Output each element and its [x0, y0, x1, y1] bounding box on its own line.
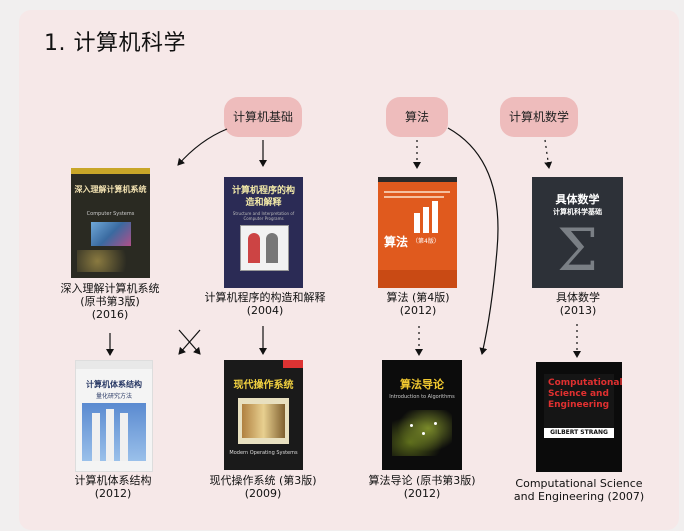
book-cover-modern-os[interactable]: 现代操作系统 Modern Operating Systems	[224, 360, 303, 470]
book-cover-strang[interactable]: Computational Science and Engineering GI…	[536, 362, 622, 472]
caption-clrs: 算法导论 (原书第3版)(2012)	[358, 474, 486, 500]
caption-algorithms: 算法 (第4版)(2012)	[368, 291, 468, 317]
book-cover-computer-architecture[interactable]: 计算机体系结构 量化研究方法	[75, 360, 153, 472]
caption-csapp: 深入理解计算机系统(原书第3版)(2016)	[50, 282, 170, 321]
caption-sicp: 计算机程序的构造和解释(2004)	[198, 291, 332, 317]
book-cover-clrs[interactable]: 算法导论 Introduction to Algorithms	[382, 360, 462, 470]
sigma-icon: Σ	[532, 221, 623, 279]
caption-concrete-math: 具体数学(2013)	[528, 291, 628, 317]
book-cover-sicp[interactable]: 计算机程序的构造和解释 Structure and Interpretation…	[224, 177, 303, 288]
caption-computer-architecture: 计算机体系结构(2012)	[58, 474, 168, 500]
arrow-basics-to-csapp	[178, 129, 227, 165]
caption-modern-os: 现代操作系统 (第3版)(2009)	[203, 474, 323, 500]
book-cover-csapp[interactable]: 深入理解计算机系统 Computer Systems	[71, 168, 150, 278]
book-cover-algorithms[interactable]: 算法 （第4版）	[378, 177, 457, 288]
arrow-math-to-concrete	[545, 140, 549, 168]
book-cover-concrete-math[interactable]: 具体数学 计算机科学基础 Σ	[532, 177, 623, 288]
